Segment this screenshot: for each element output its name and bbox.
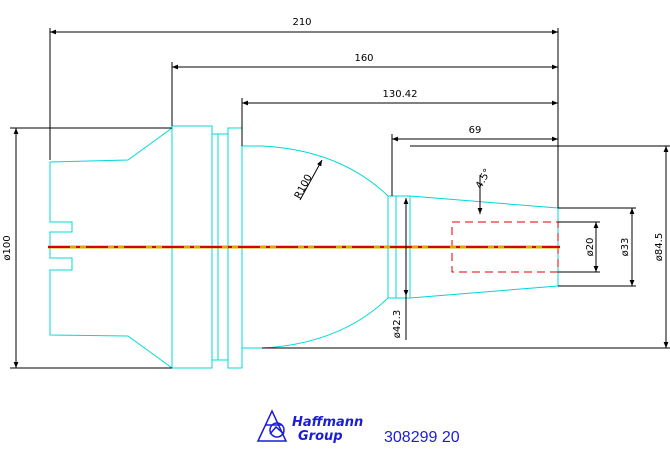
- radius-label: R100: [293, 173, 315, 201]
- dimension-lines: [10, 28, 670, 369]
- nose-lower-curve: [261, 297, 389, 349]
- dim-69-label: 69: [469, 125, 482, 136]
- dia-33-label: ø33: [620, 238, 631, 257]
- dim-130-label: 130.42: [383, 89, 418, 100]
- nose-upper-curve: [261, 145, 389, 197]
- extension-upper: [409, 195, 559, 209]
- dim-160-label: 160: [354, 53, 373, 64]
- dia-100-label: ø100: [2, 235, 13, 260]
- dia-84-label: ø84.5: [654, 233, 665, 261]
- logo-line2: Group: [298, 429, 343, 444]
- dia-42-label: ø42.3: [392, 310, 403, 338]
- shank-taper-outline: [49, 127, 173, 369]
- logo-line1: Haffmann: [292, 415, 363, 430]
- part-number: 308299 20: [384, 429, 460, 446]
- logo-emblem-icon: [256, 409, 288, 442]
- dim-210-label: 210: [292, 17, 311, 28]
- angle-label: 4.5°: [474, 167, 494, 191]
- extension-lower: [409, 285, 559, 299]
- dia-20-label: ø20: [585, 238, 596, 257]
- company-logo: Haffmann Group 308299 20: [256, 409, 460, 446]
